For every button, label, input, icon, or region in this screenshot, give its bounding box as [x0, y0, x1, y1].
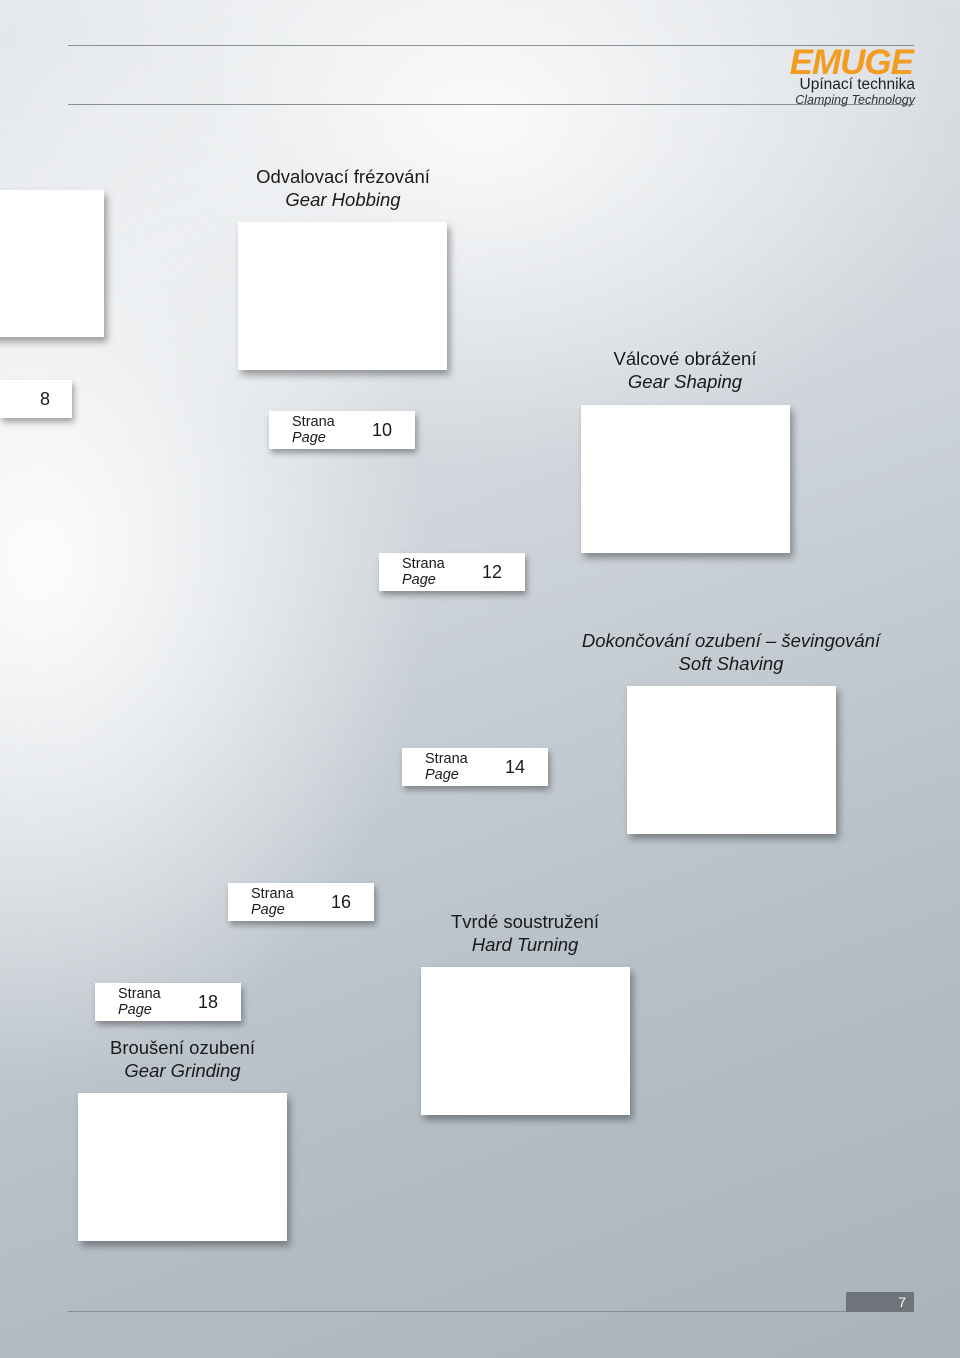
- photo-gear-hobbing: [238, 222, 447, 370]
- section-title-gear-hobbing: Odvalovací frézování Gear Hobbing: [256, 166, 430, 210]
- page-ref-number: 18: [198, 992, 219, 1012]
- logo-wordmark: EMUGE: [790, 46, 915, 76]
- photo-partial-left: [0, 190, 104, 337]
- header-rule-top: [68, 45, 914, 46]
- section-title-soft-shaving: Dokončování ozubení – ševingování Soft S…: [581, 630, 881, 674]
- page-ref-number: 12: [482, 562, 503, 582]
- page-label-cz: Strana: [402, 556, 445, 572]
- page-label-cz: Strana: [425, 751, 468, 767]
- photo-soft-shaving: [627, 686, 836, 834]
- emuge-logo: EMUGE Upínací technika Clamping Technolo…: [710, 46, 915, 108]
- page-label-en: Page: [251, 902, 285, 918]
- page-ref-soft-shaving[interactable]: Strana Page 14: [402, 748, 548, 786]
- page-number: 7: [846, 1292, 914, 1312]
- page-ref-number: 14: [505, 757, 526, 777]
- page-ref-gear-hobbing[interactable]: Strana Page 10: [269, 411, 415, 449]
- page-label-en: Page: [292, 430, 326, 446]
- logo-subtitle-cz: Upínací technika: [799, 76, 915, 93]
- page-label-en: Page: [425, 767, 459, 783]
- section-title-gear-grinding: Broušení ozubení Gear Grinding: [109, 1037, 256, 1081]
- page-label-cz: Strana: [251, 886, 294, 902]
- page-label-cz: Strana: [292, 414, 335, 430]
- page-ref-number: 16: [331, 892, 352, 912]
- logo-subtitle-en: Clamping Technology: [795, 93, 915, 107]
- header-rule-bottom: [68, 104, 914, 105]
- page-label-cz: Strana: [118, 986, 161, 1002]
- page-label-en: Page: [402, 572, 436, 588]
- page-ref-hard-turning[interactable]: Strana Page 16: [228, 883, 374, 921]
- photo-hard-turning: [421, 967, 630, 1115]
- page-ref-number: 8: [40, 389, 51, 409]
- photo-gear-grinding: [78, 1093, 287, 1241]
- photo-gear-shaping: [581, 405, 790, 553]
- page-label-en: Page: [118, 1002, 152, 1018]
- page-ref-gear-grinding[interactable]: Strana Page 18: [95, 983, 241, 1021]
- section-title-gear-shaping: Válcové obrážení Gear Shaping: [613, 348, 757, 392]
- page-ref-number: 10: [372, 420, 393, 440]
- section-title-hard-turning: Tvrdé soustružení Hard Turning: [450, 911, 600, 955]
- footer-rule: [68, 1311, 914, 1312]
- page-ref-gear-shaping[interactable]: Strana Page 12: [379, 553, 525, 591]
- page-ref-8[interactable]: 8: [0, 380, 72, 418]
- emuge-wordmark-icon: EMUGE: [790, 46, 915, 76]
